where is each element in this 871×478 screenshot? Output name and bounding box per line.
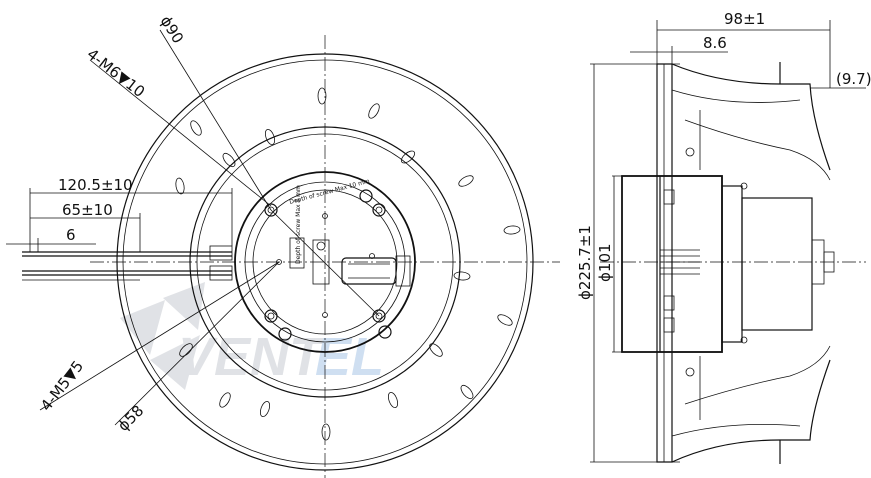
- m6-hole: [264, 309, 278, 323]
- m6-hole: [378, 325, 392, 339]
- label-side-text: Depth of screw Max 5 mm: [295, 185, 302, 264]
- dim-text-m6: 4-M6▼10: [84, 45, 149, 101]
- leader-m5: [39, 261, 280, 411]
- dim-text-phi58: ϕ58: [114, 402, 147, 435]
- front-view: Depth of screw Max 5 mm Depth of screw M…: [6, 13, 560, 478]
- blade-top-outer: [671, 63, 831, 171]
- leader-phi58: [114, 261, 280, 426]
- motor-stator: [659, 175, 723, 353]
- dim-text-phi225: ϕ225.7±1: [576, 225, 594, 300]
- cable-gland: [395, 255, 411, 287]
- blade-slot: [453, 271, 471, 281]
- cables: [22, 245, 233, 281]
- m6-mounting-holes: [264, 189, 392, 341]
- watermark: VENT EL: [120, 282, 384, 390]
- nameplate-sticker: [312, 239, 330, 285]
- m6-hole-inner: [375, 206, 383, 214]
- dim-text-phi101: ϕ101: [596, 243, 614, 282]
- m6-hole-inner: [267, 206, 275, 214]
- inlet-ring-inner-circle: [196, 133, 454, 391]
- side-view: ϕ225.7±1 ϕ101 98±1 8.6 (9.7): [576, 10, 871, 464]
- blade-slot: [429, 343, 443, 357]
- m5-hole: [276, 259, 282, 265]
- watermark-logo-icon: [120, 282, 205, 390]
- m6-hole: [264, 203, 278, 217]
- cable-boot-lower: [209, 265, 233, 281]
- blade-slot: [175, 177, 185, 195]
- motor-lug: [663, 317, 675, 333]
- fastener-dot: [685, 147, 695, 157]
- blade-slot: [497, 314, 513, 326]
- blade-slot: [400, 150, 416, 164]
- blade-slot: [460, 384, 474, 400]
- cable-dimensions: 120.5±10 65±10 6: [6, 176, 233, 252]
- dim-text-6: 6: [66, 226, 76, 244]
- dim-text-98: 98±1: [724, 10, 765, 28]
- m6-hole: [372, 309, 386, 323]
- m6-hole-inner: [375, 312, 383, 320]
- m5-holes: [276, 213, 375, 318]
- fastener-dot: [685, 367, 695, 377]
- blade-bottom-outer: [671, 359, 831, 463]
- m6-hole: [359, 189, 373, 203]
- m6-hole-inner: [267, 312, 275, 320]
- back-plate: [656, 63, 673, 463]
- m6-hole: [372, 203, 386, 217]
- watermark-text-a: VENT: [178, 327, 326, 387]
- blade-slot: [503, 225, 521, 235]
- blade-bottom-inner: [671, 423, 801, 437]
- motor-hub-inner-circle: [244, 181, 406, 343]
- side-label-box: [289, 237, 305, 269]
- inlet-ring-circle: [189, 126, 461, 398]
- leader-phi90-span: [270, 209, 380, 317]
- cable-boot-upper: [209, 245, 233, 261]
- blade-top-inner: [671, 89, 801, 103]
- blade-slot: [179, 343, 193, 357]
- m5-hole: [322, 312, 328, 318]
- dim-text-9-7: (9.7): [836, 70, 871, 88]
- fastener-dot: [740, 336, 748, 344]
- blade-slot: [222, 152, 236, 168]
- leader-phi90: [159, 29, 272, 211]
- blade-slots: [175, 87, 521, 441]
- motor-lug: [663, 189, 675, 205]
- m6-hole: [278, 327, 292, 341]
- motor-lug: [663, 295, 675, 311]
- impeller-outer-inner-circle: [122, 59, 528, 465]
- blade-slot: [190, 120, 202, 136]
- dim-text-8-6: 8.6: [703, 34, 727, 52]
- blade-bottom-lower: [684, 345, 831, 405]
- terminal-pins: [660, 249, 700, 275]
- blade-slot: [259, 400, 271, 418]
- blade-top-lower: [684, 119, 831, 181]
- motor-hub-circle: [234, 171, 416, 353]
- dim-text-phi90: ϕ90: [157, 13, 188, 47]
- m5-hole: [322, 213, 328, 219]
- motor-flange: [721, 185, 743, 343]
- motor-rotor: [741, 197, 813, 331]
- blade-slot: [368, 103, 380, 119]
- leader-m6: [89, 59, 272, 207]
- blade-slot: [264, 128, 276, 146]
- motor-shaft: [823, 251, 835, 273]
- motor-cover-circle: [252, 189, 398, 335]
- nameplate-fan-icon: [316, 241, 326, 251]
- fastener-dot: [740, 182, 748, 190]
- blade-slot: [458, 175, 474, 187]
- blade-slot: [321, 423, 331, 441]
- blade-slot: [317, 87, 327, 105]
- watermark-text-b: EL: [315, 327, 384, 387]
- dim-text-65: 65±10: [62, 201, 113, 219]
- blade-slot: [219, 392, 231, 408]
- blade-slot: [387, 391, 399, 409]
- blades-profile: [671, 62, 831, 464]
- dim-text-120: 120.5±10: [58, 176, 133, 194]
- impeller-outer-circle: [116, 53, 534, 471]
